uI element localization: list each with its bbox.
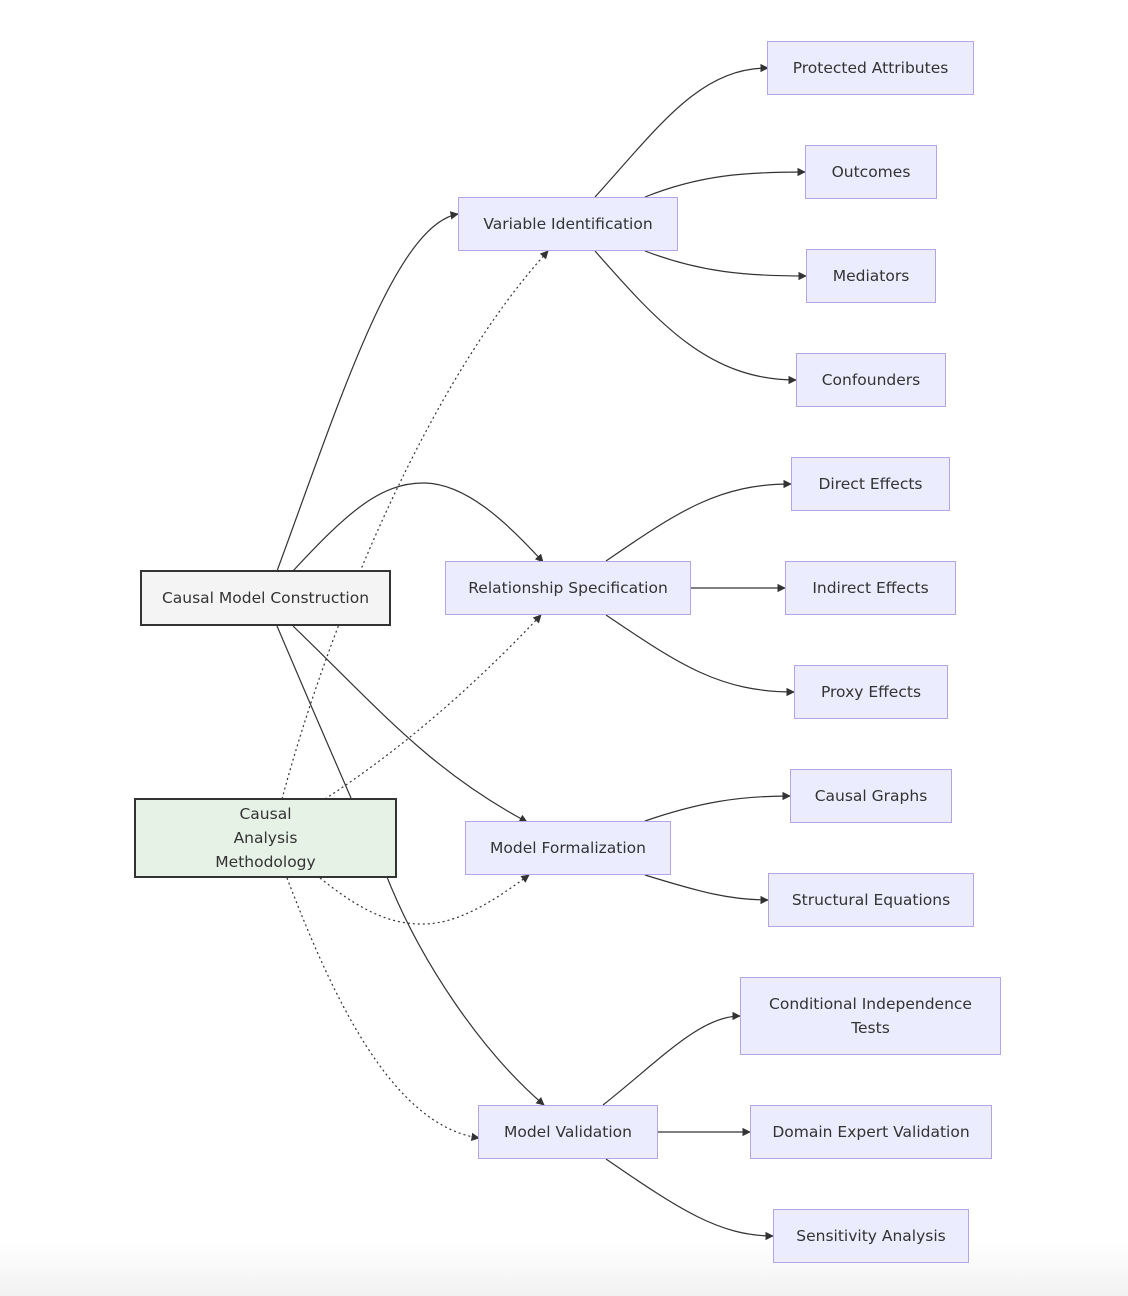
edge-methodology-variable-identification	[281, 250, 549, 800]
edge-model-formalization-structural-equations	[644, 874, 769, 905]
edge-relationship-specification-direct-effects	[605, 479, 792, 562]
node-relationship-specification[interactable]: Relationship Specification	[445, 561, 691, 615]
node-structural-equations[interactable]: Structural Equations	[768, 873, 974, 927]
edge-variable-identification-outcomes	[644, 167, 806, 198]
node-label: Relationship Specification	[468, 579, 668, 597]
edge-construction-relationship-specification	[292, 482, 544, 572]
node-label: Causal Model Construction	[161, 589, 370, 607]
node-domain-expert-validation[interactable]: Domain Expert Validation	[750, 1105, 992, 1159]
node-causal-graphs[interactable]: Causal Graphs	[790, 769, 952, 823]
node-label: Sensitivity Analysis	[796, 1227, 946, 1245]
node-variable-identification[interactable]: Variable Identification	[458, 197, 678, 251]
node-model-validation[interactable]: Model Validation	[478, 1105, 658, 1159]
edge-construction-model-validation-lower	[386, 876, 545, 1106]
node-label: Causal Analysis Methodology	[215, 805, 316, 871]
edge-construction-model-validation	[276, 625, 352, 799]
node-protected-attributes[interactable]: Protected Attributes	[767, 41, 974, 95]
edge-construction-variable-identification	[276, 211, 459, 572]
node-label: Model Formalization	[490, 839, 646, 857]
node-label: Protected Attributes	[792, 59, 949, 77]
node-causal-analysis-methodology[interactable]: Causal Analysis Methodology	[134, 798, 397, 878]
node-proxy-effects[interactable]: Proxy Effects	[794, 665, 948, 719]
node-causal-model-construction[interactable]: Causal Model Construction	[140, 570, 391, 626]
edge-relationship-specification-proxy-effects	[605, 614, 795, 697]
node-label: Direct Effects	[818, 475, 923, 493]
node-label: Model Validation	[503, 1123, 632, 1141]
node-label: Mediators	[832, 267, 910, 285]
node-mediators[interactable]: Mediators	[806, 249, 936, 303]
edge-construction-model-formalization	[292, 625, 528, 823]
node-indirect-effects[interactable]: Indirect Effects	[785, 561, 956, 615]
node-label: Indirect Effects	[812, 579, 929, 597]
node-confounders[interactable]: Confounders	[796, 353, 946, 407]
node-label: Variable Identification	[483, 215, 653, 233]
edge-methodology-relationship-specification	[324, 614, 542, 800]
node-model-formalization[interactable]: Model Formalization	[465, 821, 671, 875]
node-conditional-independence-tests[interactable]: Conditional Independence Tests	[740, 977, 1001, 1055]
edge-variable-identification-mediators	[644, 250, 807, 281]
node-label: Confounders	[821, 371, 921, 389]
node-label: Domain Expert Validation	[772, 1123, 970, 1141]
edge-methodology-model-formalization	[319, 874, 530, 925]
node-direct-effects[interactable]: Direct Effects	[791, 457, 950, 511]
edge-methodology-model-validation	[286, 877, 480, 1142]
node-outcomes[interactable]: Outcomes	[805, 145, 937, 199]
node-label: Causal Graphs	[814, 787, 928, 805]
edge-model-validation-conditional-independence-tests	[602, 1011, 741, 1106]
node-label: Conditional Independence Tests	[769, 995, 972, 1037]
node-label: Outcomes	[831, 163, 911, 181]
edge-model-formalization-causal-graphs	[644, 791, 791, 822]
node-label: Structural Equations	[791, 891, 951, 909]
edge-variable-identification-protected-attributes	[594, 63, 769, 198]
edge-variable-identification-confounders	[594, 250, 797, 385]
node-label: Proxy Effects	[820, 683, 922, 701]
node-sensitivity-analysis[interactable]: Sensitivity Analysis	[773, 1209, 969, 1263]
edge-model-validation-sensitivity-analysis	[605, 1158, 774, 1241]
